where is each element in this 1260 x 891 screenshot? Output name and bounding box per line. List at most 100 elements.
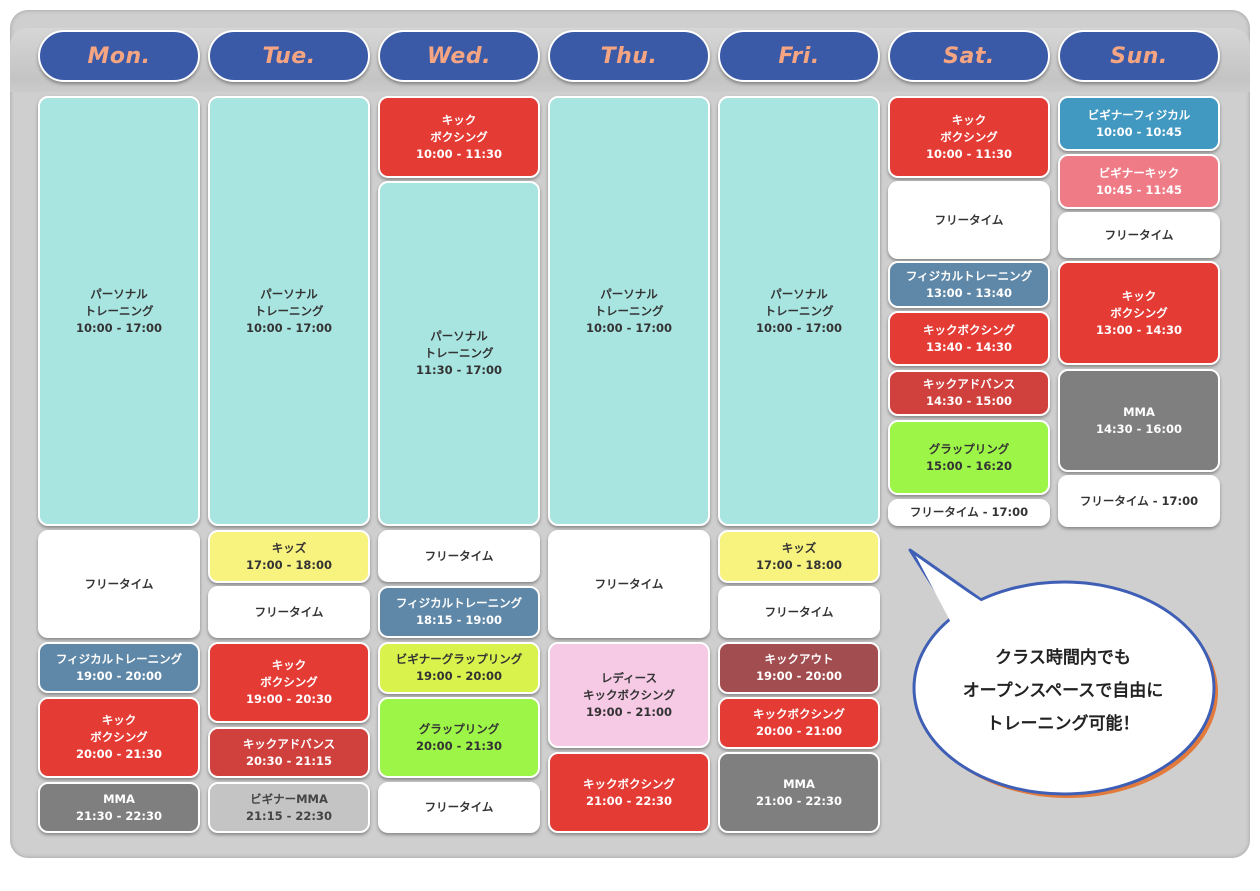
class-time: 20:00 - 21:00 bbox=[756, 724, 842, 738]
callout-line: トレーニング可能！ bbox=[986, 713, 1140, 734]
class-block: フリータイム bbox=[38, 530, 200, 638]
class-name: MMA bbox=[1123, 404, 1155, 419]
class-time: 20:00 - 21:30 bbox=[416, 738, 502, 753]
class-name: キックボクシング bbox=[753, 707, 845, 721]
class-name: パーソナル bbox=[430, 329, 488, 343]
class-name: フィジカルトレーニング bbox=[905, 268, 1033, 283]
class-name: フリータイム - 17:00 bbox=[1079, 493, 1199, 508]
class-name: ビギナーグラップリング bbox=[395, 652, 523, 666]
class-time: 13:00 - 14:30 bbox=[1096, 322, 1182, 337]
day-header: Mon. bbox=[38, 30, 200, 82]
class-block: フリータイム bbox=[378, 782, 540, 833]
class-name: キックボクシング bbox=[923, 322, 1015, 337]
class-name: ボクシング bbox=[1110, 305, 1168, 320]
class-time: 14:30 - 16:00 bbox=[1096, 421, 1182, 436]
class-block: フリータイム - 17:00 bbox=[888, 499, 1050, 526]
class-time: 20:00 - 21:30 bbox=[76, 747, 162, 761]
class-time: 10:45 - 11:45 bbox=[1096, 182, 1182, 197]
class-time: 19:00 - 20:00 bbox=[416, 669, 502, 683]
class-name: キック bbox=[101, 713, 137, 727]
class-time: 13:40 - 14:30 bbox=[926, 339, 1012, 354]
class-name: ビギナーMMA bbox=[250, 791, 328, 806]
class-name: フリータイム bbox=[764, 604, 834, 619]
class-time: 10:00 - 11:30 bbox=[416, 146, 502, 161]
class-block: フリータイム - 17:00 bbox=[1058, 475, 1220, 527]
class-time: 10:00 - 11:30 bbox=[926, 146, 1012, 161]
class-time: 10:00 - 17:00 bbox=[586, 320, 672, 335]
day-header: Wed. bbox=[378, 30, 540, 82]
class-time: 10:00 - 17:00 bbox=[756, 320, 842, 335]
class-block: フリータイム bbox=[718, 586, 880, 638]
class-name: フリータイム bbox=[424, 800, 494, 814]
class-name: パーソナル bbox=[770, 286, 828, 301]
class-name: パーソナル bbox=[90, 286, 148, 301]
class-name: レディース bbox=[600, 670, 658, 685]
class-block: フリータイム bbox=[548, 530, 710, 638]
class-name: キックアドバンス bbox=[242, 736, 336, 751]
class-name: キック bbox=[441, 112, 477, 127]
class-block: フリータイム bbox=[208, 586, 370, 638]
class-block: グラップリング 20:00 - 21:30 bbox=[378, 697, 540, 778]
day-header: Sat. bbox=[888, 30, 1050, 82]
class-time: 14:30 - 15:00 bbox=[926, 394, 1012, 408]
callout-line: オープンスペースで自由に bbox=[962, 680, 1164, 701]
class-block: キックボクシング 10:00 - 11:30 bbox=[378, 96, 540, 178]
class-block: キックアドバンス 20:30 - 21:15 bbox=[208, 727, 370, 778]
class-name: フリータイム - 17:00 bbox=[909, 505, 1029, 519]
class-block: グラップリング 15:00 - 16:20 bbox=[888, 420, 1050, 495]
class-name: MMA bbox=[783, 776, 815, 791]
callout-text: クラス時間内でも オープンスペースで自由に トレーニング可能！ bbox=[922, 636, 1204, 746]
callout-line: クラス時間内でも bbox=[995, 647, 1131, 668]
class-name: グラップリング bbox=[418, 721, 500, 736]
class-block: フリータイム bbox=[888, 181, 1050, 259]
class-name: グラップリング bbox=[928, 441, 1010, 456]
class-time: 19:00 - 20:00 bbox=[76, 668, 162, 683]
class-name: ボクシング bbox=[940, 129, 998, 144]
class-name: フリータイム bbox=[254, 604, 324, 619]
day-header: Thu. bbox=[548, 30, 710, 82]
class-name: フリータイム bbox=[84, 576, 154, 591]
class-block: MMA 21:00 - 22:30 bbox=[718, 752, 880, 833]
class-name: フリータイム bbox=[424, 548, 494, 563]
class-time: 19:00 - 21:00 bbox=[586, 704, 672, 719]
class-name: キックボクシング bbox=[583, 776, 675, 791]
class-block: フリータイム bbox=[1058, 212, 1220, 258]
class-time: 10:00 - 10:45 bbox=[1096, 124, 1182, 139]
class-name: ボクシング bbox=[260, 675, 318, 689]
class-time: 21:00 - 22:30 bbox=[756, 793, 842, 808]
class-name: トレーニング bbox=[424, 346, 494, 360]
class-time: 17:00 - 18:00 bbox=[246, 557, 332, 572]
class-time: 21:30 - 22:30 bbox=[76, 808, 162, 823]
class-time: 11:30 - 17:00 bbox=[416, 363, 502, 377]
class-time: 15:00 - 16:20 bbox=[926, 458, 1012, 473]
class-block: MMA 14:30 - 16:00 bbox=[1058, 369, 1220, 472]
class-time: 20:30 - 21:15 bbox=[246, 753, 332, 768]
class-time: 17:00 - 18:00 bbox=[756, 557, 842, 572]
class-name: ボクシング bbox=[430, 129, 488, 144]
class-name: キック bbox=[951, 112, 987, 127]
class-time: 19:00 - 20:30 bbox=[246, 692, 332, 706]
class-block: フリータイム bbox=[378, 530, 540, 582]
class-time: 21:00 - 22:30 bbox=[586, 793, 672, 808]
class-block: パーソナルトレーニング 11:30 - 17:00 bbox=[378, 181, 540, 526]
class-name: ビギナーキック bbox=[1098, 165, 1180, 180]
class-block: キックボクシング 21:00 - 22:30 bbox=[548, 752, 710, 833]
day-header: Fri. bbox=[718, 30, 880, 82]
class-name: フリータイム bbox=[934, 212, 1004, 227]
class-name: トレーニング bbox=[84, 303, 154, 318]
class-name: キッズ bbox=[271, 540, 307, 555]
